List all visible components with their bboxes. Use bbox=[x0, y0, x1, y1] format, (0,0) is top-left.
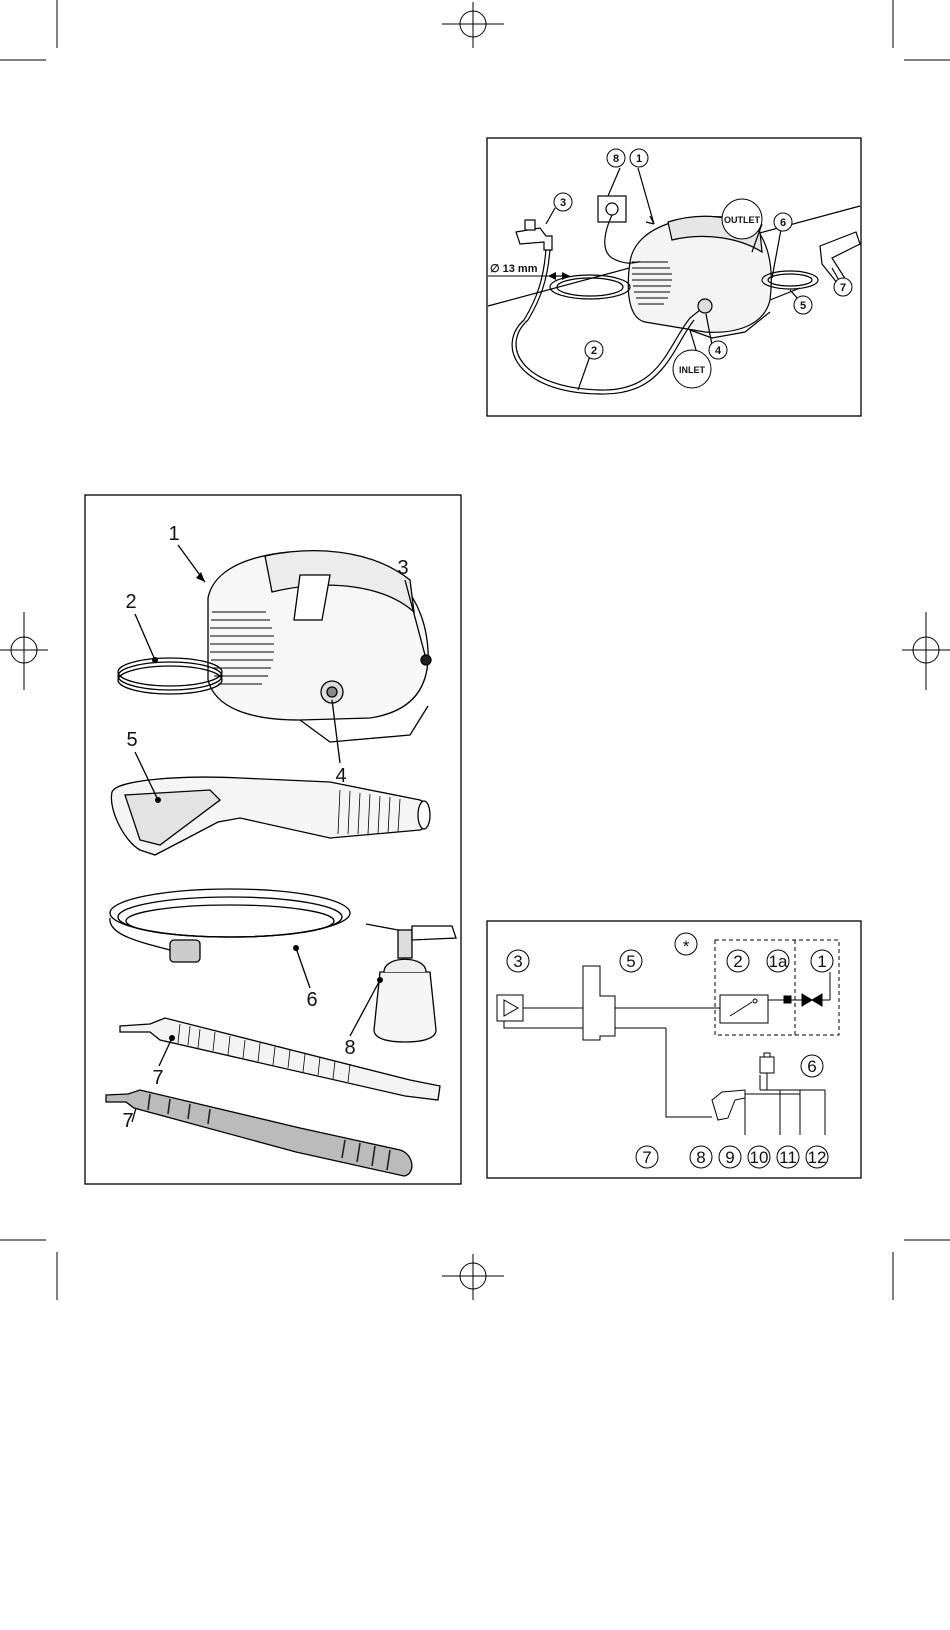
schematic-label-star: * bbox=[683, 937, 690, 956]
schematic-label-7: 7 bbox=[642, 1148, 651, 1167]
schematic-label-8: 8 bbox=[696, 1148, 705, 1167]
schematic-label-1: 1 bbox=[817, 952, 826, 971]
schematic-label-6: 6 bbox=[807, 1057, 816, 1076]
schematic-label-10: 10 bbox=[750, 1148, 769, 1167]
schematic-label-12: 12 bbox=[808, 1148, 827, 1167]
schematic-label-11: 11 bbox=[779, 1148, 797, 1167]
schematic-label-9: 9 bbox=[725, 1148, 734, 1167]
schematic-label-2: 2 bbox=[733, 952, 742, 971]
schematic-label-5: 5 bbox=[626, 952, 635, 971]
schematic-label-1a: 1a bbox=[769, 952, 788, 971]
schematic-label-3: 3 bbox=[513, 952, 522, 971]
